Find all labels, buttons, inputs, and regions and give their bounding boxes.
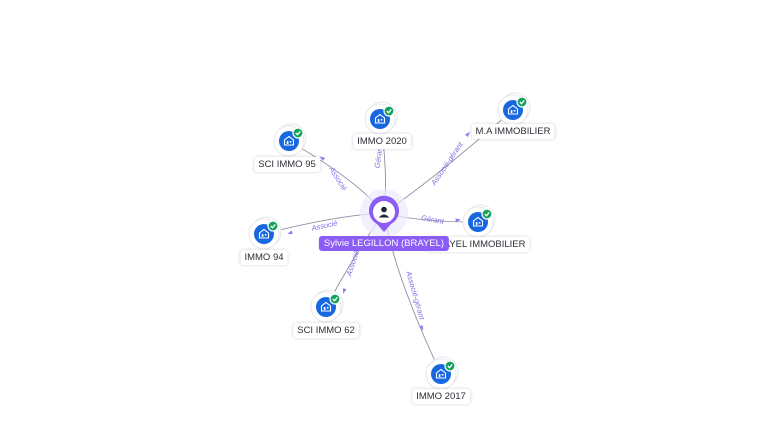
check-icon (383, 105, 395, 117)
building-icon (435, 368, 447, 379)
check-icon (329, 293, 341, 305)
company-label-immo-2017[interactable]: IMMO 2017 (412, 389, 470, 404)
company-label-sci-immo-95[interactable]: SCI IMMO 95 (254, 157, 320, 172)
building-icon (283, 135, 295, 146)
relation-label-immo-94: Associé (310, 218, 339, 232)
company-node-brayel-immobilier[interactable] (462, 204, 496, 238)
relation-label-brayel-immobilier: Gérant (420, 213, 445, 226)
relation-label-immo-2020: Gérant (372, 144, 384, 169)
company-label-immo-2020[interactable]: IMMO 2020 (353, 134, 411, 149)
company-node-ma-immobilier[interactable] (497, 92, 531, 126)
company-label-ma-immobilier[interactable]: M.A IMMOBILIER (471, 124, 555, 139)
center-person-node[interactable] (360, 189, 408, 237)
company-node-immo-2017[interactable] (425, 356, 459, 390)
check-icon (481, 208, 493, 220)
edge-arrow-sci-immo-95 (319, 156, 325, 161)
check-icon (292, 127, 304, 139)
building-icon (507, 104, 519, 115)
edge-arrow-sci-immo-62 (343, 288, 347, 294)
check-icon (516, 96, 528, 108)
company-node-immo-94[interactable] (248, 216, 282, 250)
company-label-immo-94[interactable]: IMMO 94 (240, 250, 288, 265)
edge-arrow-ma-immobilier (465, 131, 470, 137)
building-icon (472, 216, 484, 227)
relation-label-ma-immobilier: Associé-gérant (429, 140, 466, 188)
building-icon (258, 228, 270, 239)
check-icon (444, 360, 456, 372)
company-node-sci-immo-95[interactable] (273, 123, 307, 157)
company-label-brayel-immobilier[interactable]: BRAYEL IMMOBILIER (426, 237, 530, 252)
company-node-immo-2020[interactable] (364, 101, 398, 135)
edge-arrow-brayel-immobilier (455, 218, 461, 222)
building-icon (374, 113, 386, 124)
company-label-sci-immo-62[interactable]: SCI IMMO 62 (293, 323, 359, 338)
building-icon (320, 301, 332, 312)
check-icon (267, 220, 279, 232)
center-person-label[interactable]: Sylvie LEGILLON (BRAYEL) (318, 236, 450, 251)
person-icon (378, 206, 390, 218)
edge-arrow-immo-94 (287, 230, 293, 235)
edge-arrow-immo-2017 (419, 325, 424, 331)
relation-label-sci-immo-62: Associé (344, 249, 361, 278)
company-node-sci-immo-62[interactable] (310, 289, 344, 323)
